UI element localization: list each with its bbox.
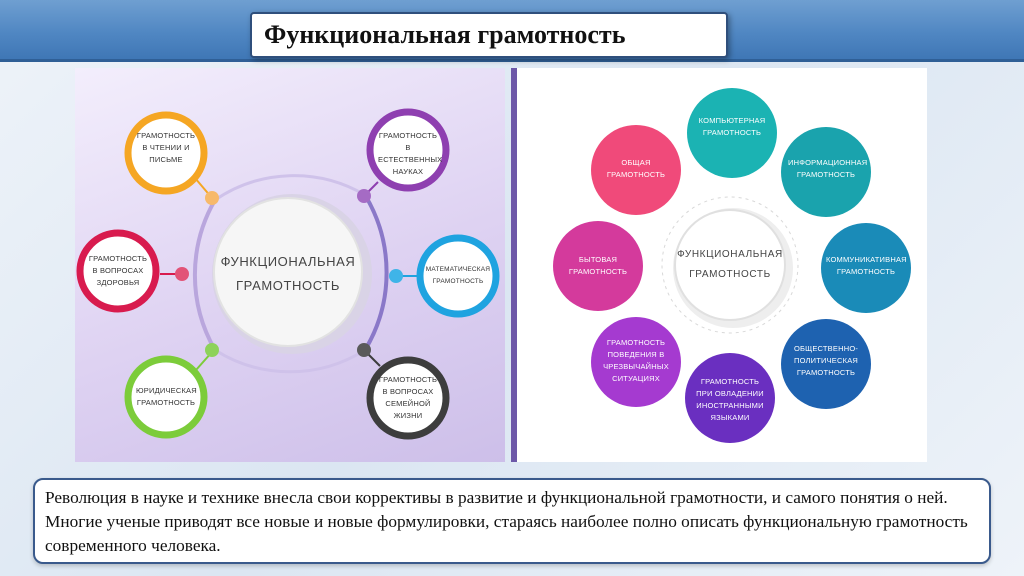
- connector-dot: [175, 267, 189, 281]
- left-item-circle-reading: [124, 111, 208, 195]
- left-arc-top: [214, 174, 366, 202]
- right-item-circle-computer: [687, 88, 777, 178]
- right-item-circle-household: [553, 221, 643, 311]
- connector-dot: [205, 343, 219, 357]
- left-item-label: МАТЕМАТИЧЕСКАЯ ГРАМОТНОСТЬ: [425, 266, 491, 285]
- right-item-label: ГРАМОТНОСТЬ ПРИ ОВЛАДЕНИИ ИНОСТРАННЫМИ Я…: [696, 377, 764, 422]
- right-item-label: ОБЩАЯ ГРАМОТНОСТЬ: [606, 158, 666, 179]
- right-item-circle-general: [591, 125, 681, 215]
- right-item-label: ОБЩЕСТВЕННО-ПОЛИТИЧЕСКАЯ ГРАМОТНОСТЬ: [793, 344, 859, 377]
- right-center-label: ФУНКЦИОНАЛЬНАЯ ГРАМОТНОСТЬ: [677, 249, 783, 280]
- left-item-circle-health: [76, 229, 160, 313]
- right-item-circle-communicative: [821, 223, 911, 313]
- left-item-label: ГРАМОТНОСТЬ В ЧТЕНИИ И ПИСЬМЕ: [136, 131, 196, 164]
- right-item-label: БЫТОВАЯ ГРАМОТНОСТЬ: [568, 255, 628, 276]
- left-arc-left: [192, 199, 217, 351]
- description-box: Революция в науке и технике внесла свои …: [33, 478, 991, 564]
- right-item-circle-sociopolitical: [781, 319, 871, 409]
- right-item-circle-foreign-languages: [685, 353, 775, 443]
- right-item-label: ГРАМОТНОСТЬ ПОВЕДЕНИЯ В ЧРЕЗВЫЧАЙНЫХ СИТ…: [603, 338, 669, 383]
- right-orbit: [661, 196, 799, 334]
- left-item-circle-family: [366, 356, 450, 440]
- page-title: Функциональная грамотность: [264, 20, 626, 49]
- description-text: Революция в науке и технике внесла свои …: [45, 488, 968, 555]
- title-box: Функциональная грамотность: [250, 12, 728, 58]
- left-center-circle: [213, 197, 363, 347]
- right-item-label: КОММУНИКАТИВНАЯ ГРАМОТНОСТЬ: [826, 255, 907, 276]
- right-item-circle-information: [781, 127, 871, 217]
- left-item-label: ГРАМОТНОСТЬ В ВОПРОСАХ СЕМЕЙНОЙ ЖИЗНИ: [378, 375, 438, 420]
- right-item-label: КОМПЬЮТЕРНАЯ ГРАМОТНОСТЬ: [698, 116, 766, 137]
- connector-dot: [357, 343, 371, 357]
- left-item-label: ГРАМОТНОСТЬ В ЕСТЕСТВЕННЫХ НАУКАХ: [378, 131, 443, 176]
- right-item-circle-emergency: [591, 317, 681, 407]
- connector-dot: [389, 269, 403, 283]
- left-arc-bottom: [214, 348, 366, 374]
- left-item-label: ГРАМОТНОСТЬ В ВОПРОСАХ ЗДОРОВЬЯ: [88, 254, 148, 287]
- right-center-circle: [674, 209, 786, 321]
- left-center-label: ФУНКЦИОНАЛЬНАЯ ГРАМОТНОСТЬ: [220, 254, 356, 293]
- left-arc-right: [363, 193, 389, 352]
- connector-dot: [205, 191, 219, 205]
- left-item-circle-math: [416, 234, 500, 318]
- left-item-circle-legal: [124, 355, 208, 439]
- connector-dot: [357, 189, 371, 203]
- left-item-label: ЮРИДИЧЕСКАЯ ГРАМОТНОСТЬ: [136, 386, 197, 407]
- left-item-circle-science: [366, 108, 450, 192]
- panel-divider: [511, 68, 517, 462]
- right-item-label: ИНФОРМАЦИОННАЯ ГРАМОТНОСТЬ: [788, 158, 868, 179]
